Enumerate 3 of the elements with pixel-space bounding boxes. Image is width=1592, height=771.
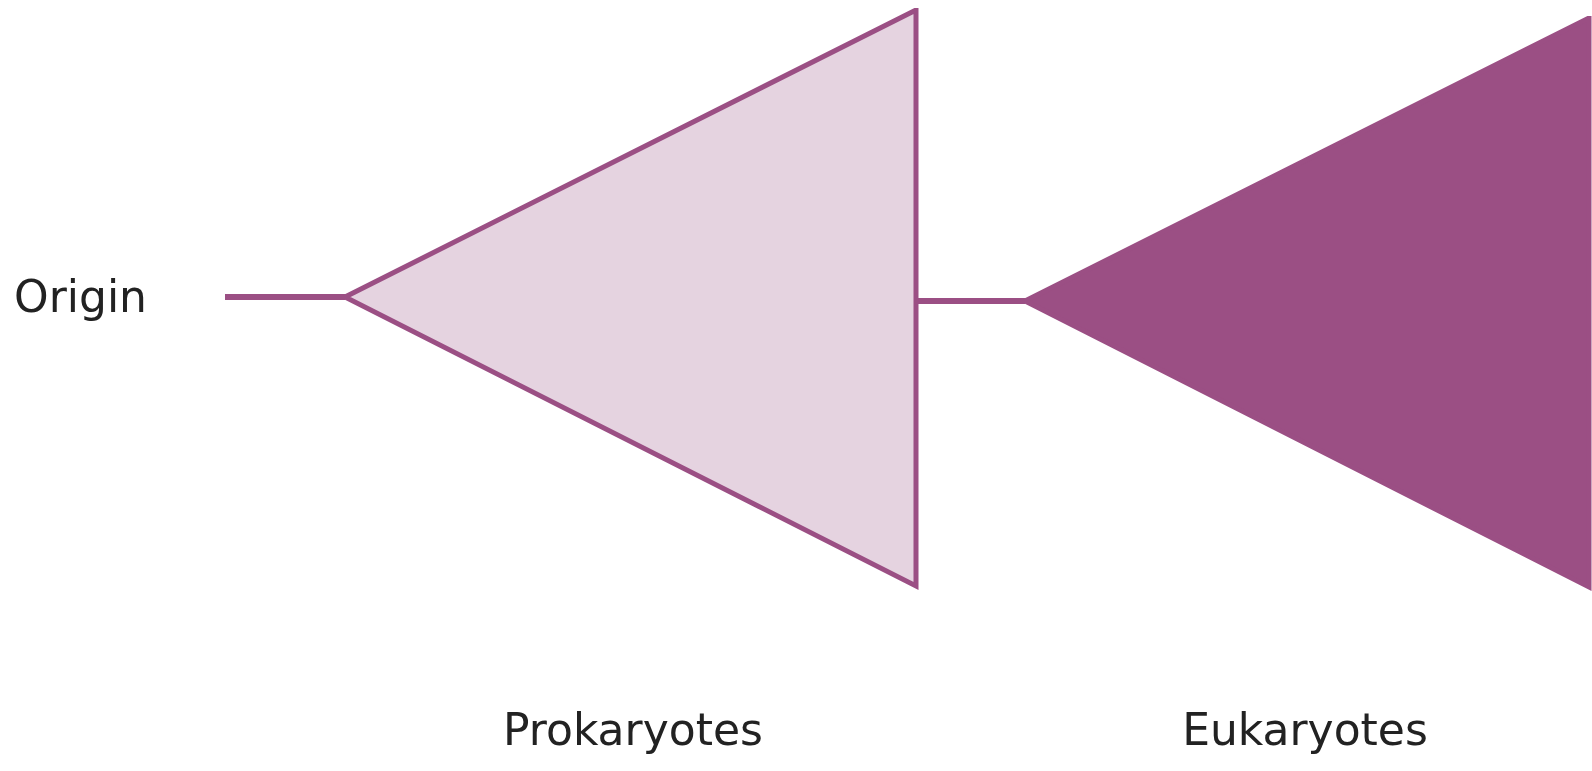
group-label: Prokaryotes	[503, 708, 763, 752]
origin-label: Origin	[14, 275, 147, 319]
group-label: Eukaryotes	[1182, 708, 1428, 752]
